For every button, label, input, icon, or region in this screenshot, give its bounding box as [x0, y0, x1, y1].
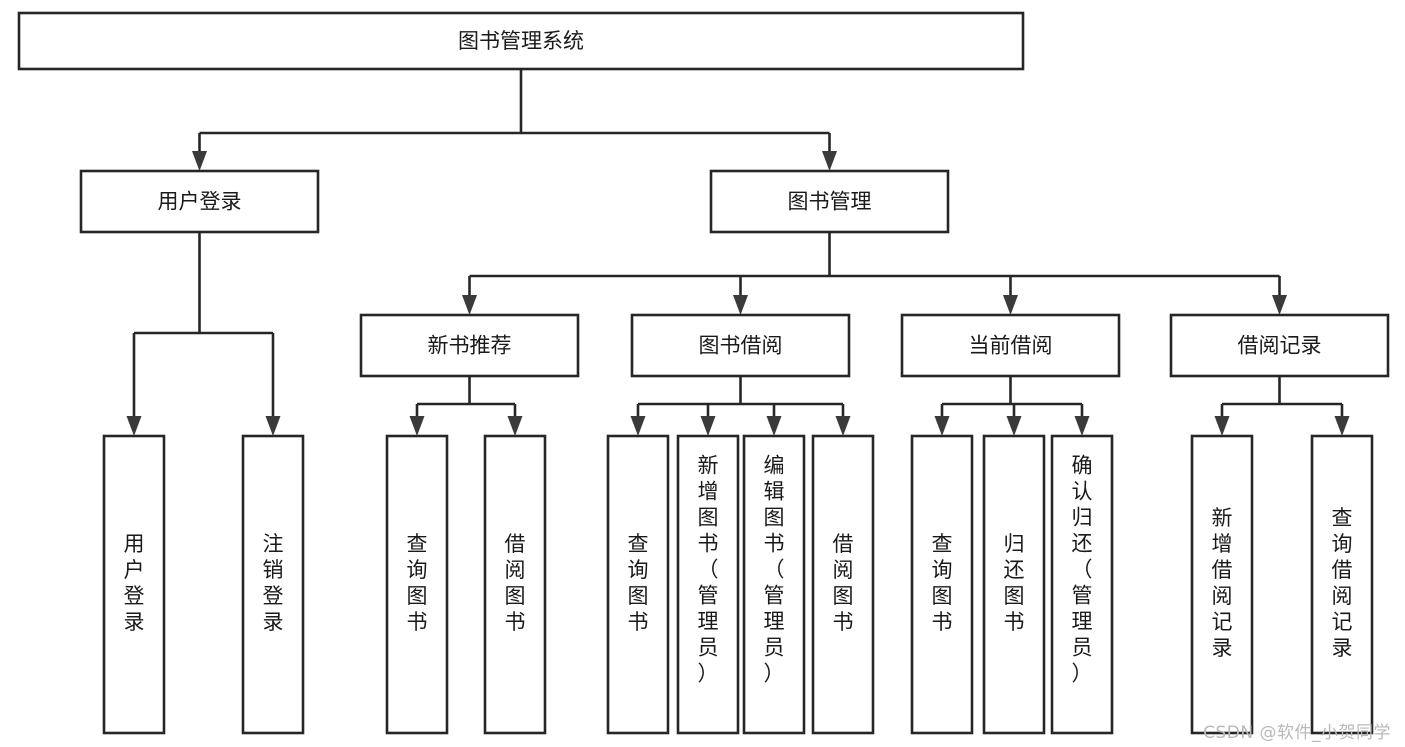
node-leaf-borrow-book-1[interactable]: 借阅图书	[483, 434, 547, 735]
node-box-leaf-borrow-book-2	[811, 434, 875, 735]
node-label-leaf-query-record: 查询借阅记录	[1332, 506, 1353, 660]
node-box-book-borrow	[630, 313, 851, 378]
node-box-leaf-edit-book	[742, 434, 806, 735]
node-label-book-borrow: 图书借阅	[699, 334, 783, 358]
node-box-leaf-query-book-3	[910, 434, 974, 735]
node-label-leaf-query-book-1: 查询图书	[407, 532, 428, 634]
connector-group-new-book-rec	[409, 376, 523, 436]
node-leaf-confirm-return[interactable]: 确认归还（管理员）	[1050, 434, 1114, 735]
connector-group-current-borrow	[934, 376, 1090, 436]
node-label-leaf-add-record: 新增借阅记录	[1212, 506, 1233, 660]
node-leaf-user-login[interactable]: 用户登录	[102, 434, 166, 735]
node-label-new-book-rec: 新书推荐	[428, 334, 512, 358]
node-box-leaf-user-login	[102, 434, 166, 735]
node-root[interactable]: 图书管理系统	[17, 11, 1025, 71]
node-box-leaf-return-book	[982, 434, 1046, 735]
node-user-login[interactable]: 用户登录	[79, 169, 320, 234]
node-box-leaf-query-record	[1310, 434, 1374, 735]
node-layer: 图书管理系统用户登录图书管理新书推荐图书借阅当前借阅借阅记录用户登录注销登录查询…	[17, 11, 1390, 735]
node-label-leaf-query-book-3: 查询图书	[932, 532, 953, 634]
node-label-leaf-logout: 注销登录	[263, 532, 284, 634]
node-label-leaf-query-book-2: 查询图书	[628, 532, 649, 634]
node-leaf-return-book[interactable]: 归还图书	[982, 434, 1046, 735]
connector-group-root	[192, 69, 837, 171]
node-leaf-query-book-2[interactable]: 查询图书	[606, 434, 670, 735]
node-box-leaf-confirm-return	[1050, 434, 1114, 735]
node-label-leaf-add-book: 新增图书（管理员）	[698, 454, 719, 686]
node-box-current-borrow	[900, 313, 1121, 378]
node-box-book-manage	[709, 169, 950, 234]
node-box-root	[17, 11, 1025, 71]
connector-group-borrow-record	[1214, 376, 1350, 436]
watermark-label: CSDN @软件_小贺同学	[1203, 723, 1391, 743]
node-label-leaf-edit-book: 编辑图书（管理员）	[764, 454, 785, 686]
node-box-leaf-borrow-book-1	[483, 434, 547, 735]
node-leaf-borrow-book-2[interactable]: 借阅图书	[811, 434, 875, 735]
node-box-leaf-add-book	[676, 434, 740, 735]
node-leaf-add-record[interactable]: 新增借阅记录	[1190, 434, 1254, 735]
node-box-leaf-add-record	[1190, 434, 1254, 735]
node-current-borrow[interactable]: 当前借阅	[900, 313, 1121, 378]
node-box-leaf-query-book-1	[385, 434, 449, 735]
node-leaf-add-book[interactable]: 新增图书（管理员）	[676, 434, 740, 735]
node-new-book-rec[interactable]: 新书推荐	[359, 313, 580, 378]
node-box-leaf-logout	[241, 434, 305, 735]
node-label-book-manage: 图书管理	[788, 190, 872, 214]
node-label-root: 图书管理系统	[458, 29, 584, 53]
node-label-leaf-confirm-return: 确认归还（管理员）	[1072, 454, 1093, 686]
node-label-leaf-borrow-book-1: 借阅图书	[505, 532, 526, 634]
node-borrow-record[interactable]: 借阅记录	[1169, 313, 1390, 378]
node-label-leaf-borrow-book-2: 借阅图书	[833, 532, 854, 634]
node-leaf-query-book-1[interactable]: 查询图书	[385, 434, 449, 735]
connector-group-book-manage	[462, 232, 1287, 315]
node-label-borrow-record: 借阅记录	[1238, 334, 1322, 358]
node-label-current-borrow: 当前借阅	[969, 334, 1053, 358]
node-book-borrow[interactable]: 图书借阅	[630, 313, 851, 378]
node-label-leaf-user-login: 用户登录	[124, 532, 145, 634]
node-leaf-logout[interactable]: 注销登录	[241, 434, 305, 735]
node-box-user-login	[79, 169, 320, 234]
connector-group-book-borrow	[630, 376, 851, 436]
node-book-manage[interactable]: 图书管理	[709, 169, 950, 234]
connector-group-user-login	[126, 232, 281, 436]
node-box-borrow-record	[1169, 313, 1390, 378]
node-label-user-login: 用户登录	[158, 190, 242, 214]
node-label-leaf-return-book: 归还图书	[1004, 532, 1025, 634]
node-leaf-query-book-3[interactable]: 查询图书	[910, 434, 974, 735]
node-box-new-book-rec	[359, 313, 580, 378]
node-leaf-query-record[interactable]: 查询借阅记录	[1310, 434, 1374, 735]
node-leaf-edit-book[interactable]: 编辑图书（管理员）	[742, 434, 806, 735]
node-box-leaf-query-book-2	[606, 434, 670, 735]
connector-layer	[126, 69, 1350, 436]
